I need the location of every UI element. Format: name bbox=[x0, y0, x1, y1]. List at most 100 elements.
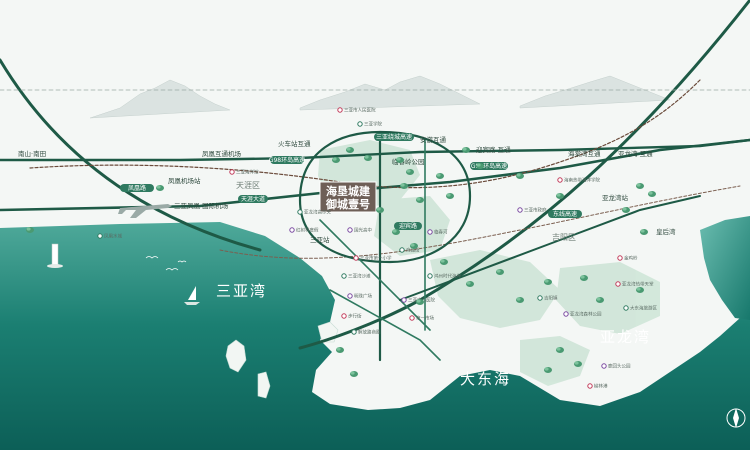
road-network bbox=[0, 0, 750, 362]
tree-highlight bbox=[516, 297, 521, 301]
poi-label: 金鸡岭 bbox=[624, 255, 638, 262]
project-title-line1: 海垦城建 bbox=[326, 184, 371, 198]
project-title-line2: 御城壹号 bbox=[325, 197, 370, 211]
poi-marker bbox=[341, 273, 347, 279]
poi-layer: 三亚市人民医院三亚学院国光高中三亚市第一小学三亚湾沙滩明珠广场步行街解放路商圈三… bbox=[97, 107, 657, 390]
place-fenghuang-ramp: 凤凰互通机场 bbox=[202, 149, 242, 158]
tree-highlight bbox=[556, 193, 561, 197]
poi-label: 亚龙湾森林公园 bbox=[570, 311, 602, 318]
poi-marker bbox=[557, 177, 563, 183]
rail-line bbox=[29, 79, 701, 189]
tree-highlight bbox=[544, 367, 549, 371]
poi-label: 国光高中 bbox=[354, 227, 372, 234]
poi-label: 鹿回头公园 bbox=[608, 363, 631, 370]
project-marker[interactable]: 海垦城建 御城壹号 bbox=[319, 181, 377, 213]
lighthouse-icon bbox=[47, 243, 63, 268]
district-jiyang: 吉阳区 bbox=[552, 233, 576, 242]
poi-marker bbox=[347, 293, 353, 299]
sailboat-icon bbox=[184, 286, 200, 305]
tree-highlight bbox=[466, 281, 471, 285]
poi-marker bbox=[289, 227, 295, 233]
poi-marker bbox=[357, 121, 363, 127]
tree-highlight bbox=[636, 183, 641, 187]
poi-marker bbox=[341, 313, 347, 319]
poi-label: 三亚市第一小学 bbox=[360, 255, 392, 262]
arc-highway-right bbox=[298, 0, 750, 350]
sea-east bbox=[700, 216, 750, 320]
tree-highlight bbox=[364, 155, 369, 159]
poi-marker bbox=[601, 363, 607, 369]
poi-marker bbox=[427, 273, 433, 279]
tree-highlight bbox=[556, 347, 561, 351]
poi-label: 明珠广场 bbox=[354, 293, 372, 300]
poi-label: 鸿州时代海岸 bbox=[434, 273, 461, 280]
place-anyou-ramp: 安游互通 bbox=[420, 135, 447, 144]
place-pedestrian: 皇后湾 bbox=[656, 227, 676, 236]
poi-label: 三亚湾沙滩 bbox=[348, 273, 371, 280]
poi-label: 海南热带海洋学院 bbox=[564, 177, 600, 184]
poi-label: 亚龙湾热带天堂 bbox=[622, 281, 654, 288]
poi-label: 临春河 bbox=[434, 229, 448, 236]
place-huoche-ramp: 火车站互通 bbox=[278, 139, 311, 148]
tree-highlight bbox=[350, 371, 355, 375]
place-yingbin-ramp: 迎宾路 互通 bbox=[476, 145, 511, 154]
tree-highlight bbox=[346, 147, 351, 151]
poi-label: 三亚学院 bbox=[364, 121, 382, 128]
tree-highlight bbox=[622, 207, 627, 211]
poi-label: 三亚海洋馆 bbox=[236, 169, 259, 176]
poi-label: 凤凰水城 bbox=[104, 233, 122, 240]
tree-highlight bbox=[336, 347, 341, 351]
tree-highlight bbox=[648, 191, 653, 195]
poi-marker bbox=[587, 383, 593, 389]
tree-highlight bbox=[156, 185, 161, 189]
poi-marker bbox=[97, 233, 103, 239]
place-airport-station: 凤凰机场站 bbox=[168, 176, 201, 185]
poi-label: 商品街 bbox=[406, 247, 420, 254]
district-tianya: 天涯区 bbox=[236, 181, 260, 190]
tree-highlight bbox=[446, 193, 451, 197]
highway-east bbox=[0, 138, 750, 212]
road-east bbox=[399, 195, 701, 301]
poi-marker bbox=[353, 255, 359, 261]
tree-highlight bbox=[392, 229, 397, 233]
poi-label: 解放路商圈 bbox=[358, 329, 381, 336]
poi-label: 红树林度假 bbox=[296, 227, 319, 234]
tree-highlight bbox=[26, 227, 31, 231]
tree-highlight bbox=[396, 157, 401, 161]
tree-highlight bbox=[496, 269, 501, 273]
poi-marker bbox=[337, 107, 343, 113]
road-label: 三亚绕城高速 bbox=[376, 133, 412, 141]
tree-highlight bbox=[580, 275, 585, 279]
tree-highlight bbox=[516, 173, 521, 177]
poi-marker bbox=[409, 315, 415, 321]
poi-marker bbox=[427, 229, 433, 235]
tree-highlight bbox=[462, 147, 467, 151]
ring-road bbox=[298, 130, 472, 264]
road-label: 凤凰路 bbox=[128, 184, 146, 192]
compass-icon bbox=[726, 408, 746, 428]
tree-highlight bbox=[436, 173, 441, 177]
place-yaxin-ramp: 亚龙湾站 bbox=[602, 193, 629, 202]
dashed-rail-2 bbox=[219, 185, 741, 259]
poi-marker bbox=[623, 305, 629, 311]
road-label: G98环岛高速 bbox=[269, 156, 305, 164]
airplane-icon bbox=[118, 204, 172, 218]
tree-highlight bbox=[376, 207, 381, 211]
poi-marker bbox=[563, 311, 569, 317]
tree-highlight bbox=[406, 169, 411, 173]
place-lianhua-park: 临春岭公园 bbox=[392, 157, 425, 166]
poi-marker bbox=[347, 227, 353, 233]
poi-marker bbox=[617, 255, 623, 261]
place-sanya-station: 三亚站 bbox=[310, 235, 330, 244]
tree-highlight bbox=[640, 229, 645, 233]
poi-label: 大东海旅游区 bbox=[630, 305, 657, 312]
tree-highlight bbox=[596, 297, 601, 301]
tree-highlight bbox=[544, 279, 549, 283]
tree-highlight bbox=[636, 287, 641, 291]
tree-layer bbox=[26, 147, 656, 377]
mountain-range bbox=[89, 75, 671, 119]
place-airport: 三亚凤凰 国际机场 bbox=[174, 201, 229, 210]
place-labels: 南山·南田 凤凰互通机场 凤凰机场站 三亚凤凰 国际机场 火车站互通 安游互通 … bbox=[18, 135, 676, 244]
road-diag bbox=[319, 219, 431, 331]
